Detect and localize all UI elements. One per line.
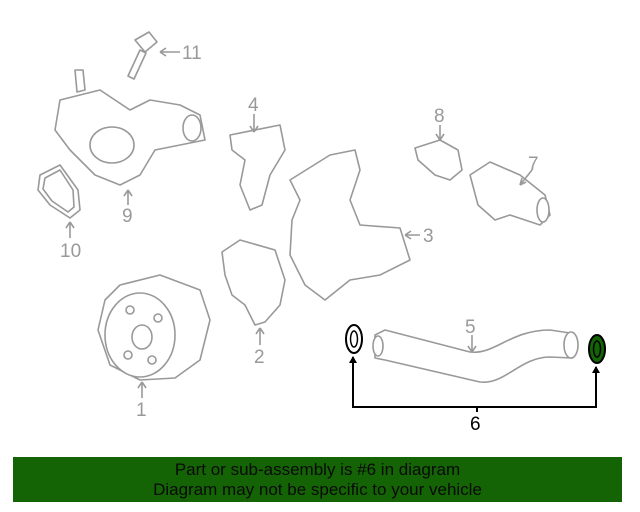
part-6-o-rings[interactable]: 6	[345, 324, 606, 435]
callout-6: 6	[470, 414, 481, 435]
callout-4: 4	[248, 95, 259, 116]
part-1-pulley[interactable]: 1	[97, 274, 211, 421]
part-2-gasket[interactable]: 2	[221, 239, 286, 368]
callout-1: 1	[136, 400, 147, 421]
callout-9: 9	[122, 206, 133, 227]
banner-line-1: Part or sub-assembly is #6 in diagram	[174, 460, 461, 479]
part-5-pipe[interactable]: 5	[372, 317, 579, 383]
callout-8: 8	[434, 106, 445, 127]
o-ring-right[interactable]	[588, 334, 606, 364]
callout-11: 11	[182, 43, 202, 64]
part-3-cover[interactable]: 3	[289, 149, 434, 301]
callout-7: 7	[528, 154, 539, 175]
callout-10: 10	[60, 241, 81, 262]
o-ring-left[interactable]	[345, 324, 363, 354]
part-10-gasket[interactable]: 10	[37, 164, 81, 262]
info-banner: Part or sub-assembly is #6 in diagram Di…	[13, 457, 622, 502]
part-11-sensor[interactable]: 11	[127, 31, 202, 80]
part-8-bolt[interactable]: 8	[414, 106, 463, 181]
part-9-housing[interactable]: 9	[54, 69, 206, 227]
callout-5: 5	[465, 317, 476, 338]
part-7-outlet[interactable]: 7	[469, 154, 551, 226]
banner-line-2: Diagram may not be specific to your vehi…	[153, 480, 482, 499]
callout-2: 2	[254, 347, 265, 368]
callout-3: 3	[423, 226, 434, 247]
part-4-bracket[interactable]: 4	[229, 95, 286, 211]
